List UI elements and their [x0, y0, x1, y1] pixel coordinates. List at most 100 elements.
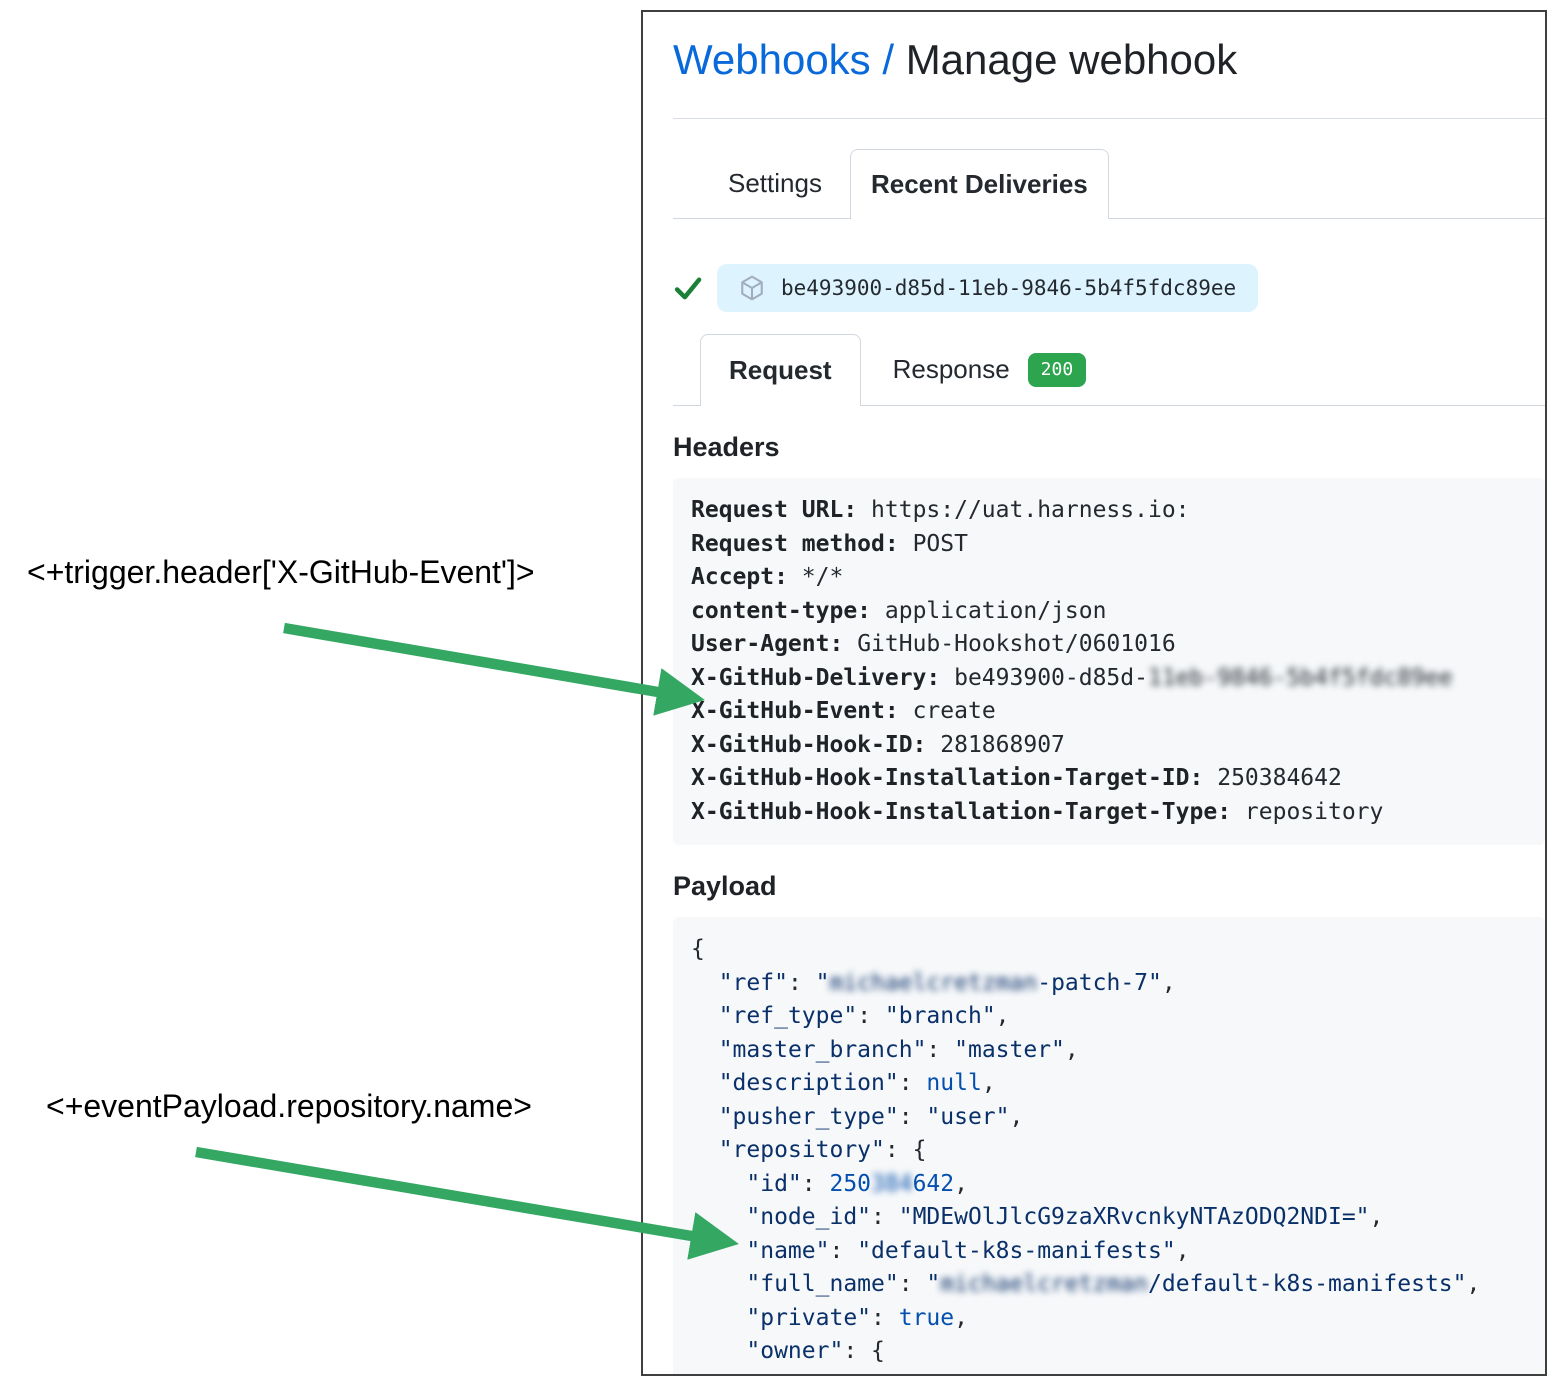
code-segment: "id": [746, 1170, 802, 1197]
payload-line: "ref_type": "branch",: [691, 1000, 1545, 1034]
code-segment: repository: [1244, 798, 1384, 825]
code-segment: "full_name": [746, 1271, 899, 1297]
code-segment: "master_branch": [718, 1036, 927, 1063]
payload-line: "ref": "michaelcretzman-patch-7",: [691, 967, 1545, 1001]
code-segment: 250384642: [1217, 765, 1342, 791]
code-segment: :: [898, 1271, 927, 1297]
code-segment: ,: [1369, 1204, 1384, 1230]
code-segment: :: [898, 1103, 927, 1130]
header-line: Request URL: https://uat.harness.io:: [691, 494, 1545, 528]
payload-line: "node_id": "MDEwOlJlcG9zaXRvcnkyNTAzODQ2…: [691, 1201, 1545, 1235]
code-segment: michaelcretzman: [829, 969, 1038, 996]
code-segment: [940, 665, 954, 691]
code-segment: ,: [1161, 969, 1176, 996]
payload-line: "id": 250384642,: [691, 1168, 1545, 1202]
header-line: User-Agent: GitHub-Hookshot/0601016: [691, 628, 1545, 662]
package-icon: [741, 275, 763, 301]
code-segment: ,: [1064, 1036, 1079, 1063]
headers-heading: Headers: [673, 432, 780, 462]
code-segment: [691, 1171, 746, 1197]
webhooks-breadcrumb-link[interactable]: Webhooks /: [673, 36, 906, 83]
code-segment: https://uat.harness.io:: [871, 497, 1190, 523]
payload-heading: Payload: [673, 871, 777, 901]
code-segment: 250: [829, 1170, 872, 1197]
code-segment: "user": [926, 1103, 1010, 1130]
payload-line: "description": null,: [691, 1067, 1545, 1101]
payload-line: "repository": {: [691, 1134, 1545, 1168]
code-segment: [899, 531, 913, 557]
code-segment: [1203, 765, 1217, 791]
code-segment: :: [801, 1170, 830, 1197]
delivery-id: be493900-d85d-11eb-9846-5b4f5fdc89ee: [781, 276, 1237, 300]
payload-line: "full_name": "michaelcretzman/default-k8…: [691, 1268, 1545, 1302]
code-segment: [788, 564, 802, 590]
code-segment: ,: [981, 1070, 996, 1096]
header-key: content-type:: [691, 597, 872, 624]
code-segment: null: [926, 1070, 982, 1096]
header-key: Request URL:: [691, 497, 858, 523]
code-segment: ,: [1466, 1271, 1481, 1297]
code-segment: /default-k8s-manifests": [1148, 1271, 1467, 1297]
code-segment: :: [926, 1036, 955, 1063]
header-line: X-GitHub-Hook-Installation-Target-Type: …: [691, 796, 1545, 830]
code-segment: 281868907: [940, 731, 1065, 758]
code-segment: [691, 1104, 719, 1130]
arrow-to-x-github-event: [283, 622, 705, 716]
code-segment: create: [912, 698, 996, 724]
code-segment: be493900-d85d-: [954, 664, 1148, 691]
tab-request[interactable]: Request: [700, 334, 861, 406]
code-segment: "pusher_type": [718, 1103, 899, 1130]
code-segment: */*: [801, 564, 844, 590]
header-key: X-GitHub-Delivery:: [691, 664, 941, 691]
tab-response[interactable]: Response 200: [893, 334, 1087, 405]
code-segment: ,: [954, 1170, 968, 1197]
title-divider: [673, 118, 1545, 119]
code-segment: application/json: [884, 597, 1107, 624]
page-title: Webhooks / Manage webhook: [673, 12, 1545, 86]
code-segment: [857, 497, 871, 523]
code-segment: "repository": [718, 1137, 885, 1163]
code-segment: true: [898, 1304, 955, 1331]
code-segment: :: [857, 1003, 885, 1029]
code-segment: [1231, 799, 1245, 825]
code-segment: [843, 631, 857, 657]
code-segment: [871, 598, 885, 624]
code-segment: -patch-7": [1037, 969, 1162, 996]
code-segment: [691, 1204, 746, 1230]
payload-line: "private": true,: [691, 1302, 1545, 1336]
code-segment: : {: [843, 1338, 885, 1364]
header-line: Accept: */*: [691, 561, 1545, 595]
header-key: X-GitHub-Hook-Installation-Target-ID:: [691, 765, 1204, 791]
header-line: X-GitHub-Hook-Installation-Target-ID: 25…: [691, 762, 1545, 796]
code-segment: [691, 1305, 746, 1331]
code-segment: [691, 1338, 746, 1364]
delivery-row: be493900-d85d-11eb-9846-5b4f5fdc89ee: [673, 264, 1545, 312]
code-segment: ,: [954, 1304, 968, 1331]
code-segment: [691, 1271, 746, 1297]
payload-line: "pusher_type": "user",: [691, 1101, 1545, 1135]
tab-recent-deliveries[interactable]: Recent Deliveries: [849, 149, 1109, 219]
tab-settings[interactable]: Settings: [728, 168, 822, 198]
code-segment: [691, 1003, 719, 1029]
code-segment: "MDEwOlJlcG9zaXRvcnkyNTAzODQ2NDI=": [898, 1204, 1370, 1230]
code-segment: [691, 1037, 719, 1063]
code-segment: {: [691, 936, 705, 962]
code-segment: :: [871, 1204, 899, 1230]
code-segment: "owner": [746, 1338, 844, 1364]
header-line: X-GitHub-Event: create: [691, 695, 1545, 729]
payload-line: {: [691, 933, 1545, 967]
code-segment: "private": [746, 1304, 872, 1331]
code-segment: 642: [912, 1170, 955, 1197]
header-line: content-type: application/json: [691, 595, 1545, 629]
header-key: X-GitHub-Hook-Installation-Target-Type:: [691, 798, 1232, 825]
header-key: Accept:: [691, 564, 788, 590]
code-segment: ": [926, 1271, 941, 1297]
delivery-id-pill[interactable]: be493900-d85d-11eb-9846-5b4f5fdc89ee: [717, 264, 1259, 312]
header-key: Request method:: [691, 530, 899, 557]
code-segment: [691, 1137, 719, 1163]
headers-code: Request URL: https://uat.harness.io:Requ…: [673, 478, 1545, 845]
payload-line: "owner": {: [691, 1335, 1545, 1369]
annotation-trigger-header-expression: <+trigger.header['X-GitHub-Event']>: [27, 554, 535, 590]
annotation-event-payload-expression: <+eventPayload.repository.name>: [46, 1088, 532, 1124]
code-segment: ": [815, 969, 830, 996]
